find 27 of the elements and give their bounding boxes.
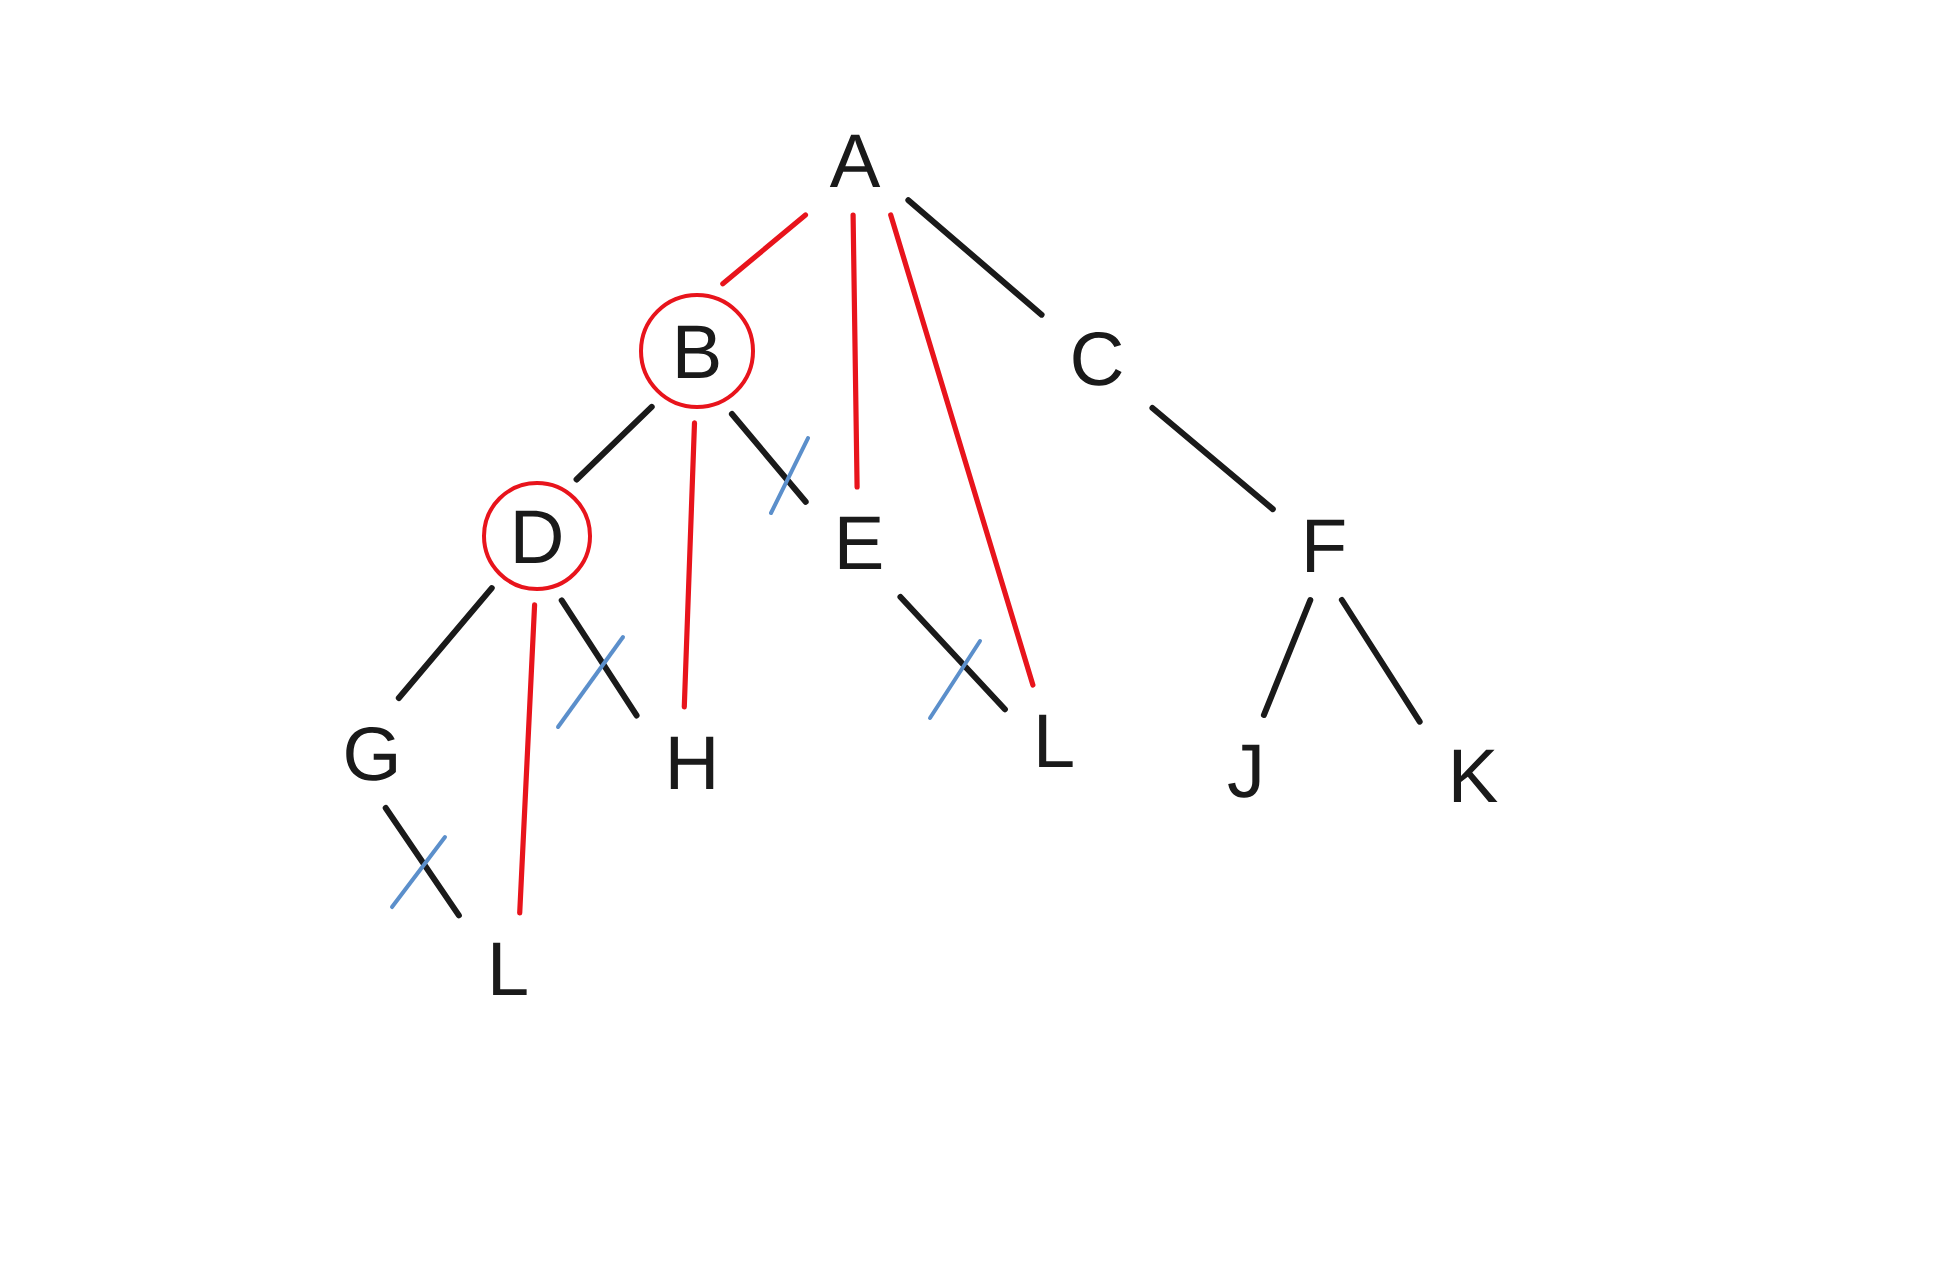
circled-letter: D bbox=[482, 481, 592, 591]
branch-line bbox=[382, 805, 462, 919]
node-label: H bbox=[670, 736, 714, 789]
circled-letter: B bbox=[639, 293, 755, 409]
branch-line bbox=[897, 594, 1008, 713]
branch-line bbox=[1260, 597, 1314, 718]
highlighted-branch bbox=[681, 420, 698, 710]
highlighted-branch bbox=[517, 602, 538, 916]
node-label: J bbox=[1228, 744, 1260, 798]
node-label: A bbox=[829, 134, 881, 187]
highlighted-branch bbox=[720, 212, 809, 287]
branch-line bbox=[905, 197, 1045, 318]
branch-line bbox=[728, 411, 809, 505]
node-label: E bbox=[839, 516, 882, 569]
node-label: C bbox=[1073, 331, 1122, 386]
branch-line bbox=[1338, 597, 1423, 725]
highlighted-branch bbox=[850, 212, 860, 490]
branch-line bbox=[1149, 404, 1276, 513]
branch-line bbox=[558, 597, 640, 719]
node-label: L bbox=[493, 942, 527, 995]
node-label: G bbox=[346, 726, 396, 781]
node-label: K bbox=[1453, 749, 1498, 802]
node-label: L bbox=[1039, 714, 1073, 767]
branch-line bbox=[573, 403, 655, 483]
node-label: F bbox=[1307, 519, 1345, 572]
branch-line bbox=[395, 585, 495, 701]
highlighted-branch bbox=[888, 212, 1036, 688]
